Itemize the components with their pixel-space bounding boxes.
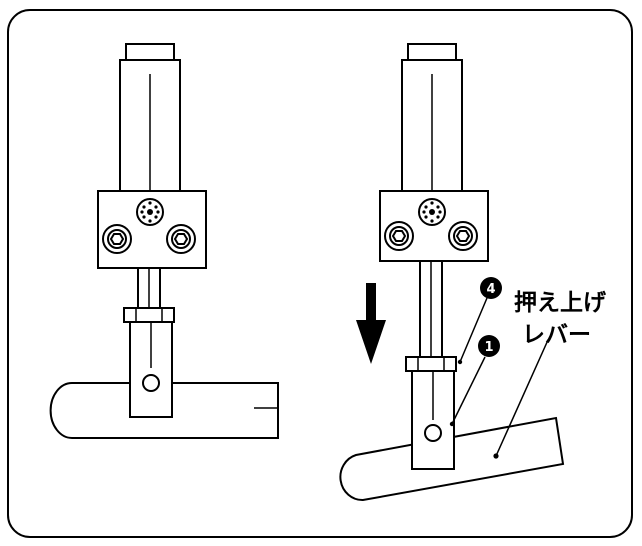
callout-marker-1: 1 [478,335,500,357]
callout-4-text: 4 [486,282,495,297]
part-label-line2: レバー [522,322,591,348]
set-screw-icon [136,198,164,226]
leader-line-4 [459,297,488,363]
right-assembly [339,43,565,502]
left-pin-hole [142,374,160,392]
leader-lines [449,297,549,459]
leader-line-1 [451,356,486,425]
part-label-line1: 押え上げ [514,290,607,316]
callout-1-text: 1 [484,340,493,355]
left-nut [123,307,175,323]
set-screw-icon [418,198,446,226]
screw-icon [384,221,414,251]
callout-marker-4: 4 [480,277,502,299]
down-arrow-icon [356,283,386,364]
right-pin-hole [424,424,442,442]
right-nut [405,356,457,372]
right-top-cap [407,43,457,61]
screw-icon [448,221,478,251]
left-top-cap [125,43,175,61]
screw-icon [102,224,132,254]
screw-icon [166,224,196,254]
leader-line-lever [495,339,549,457]
left-assembly [49,43,279,439]
